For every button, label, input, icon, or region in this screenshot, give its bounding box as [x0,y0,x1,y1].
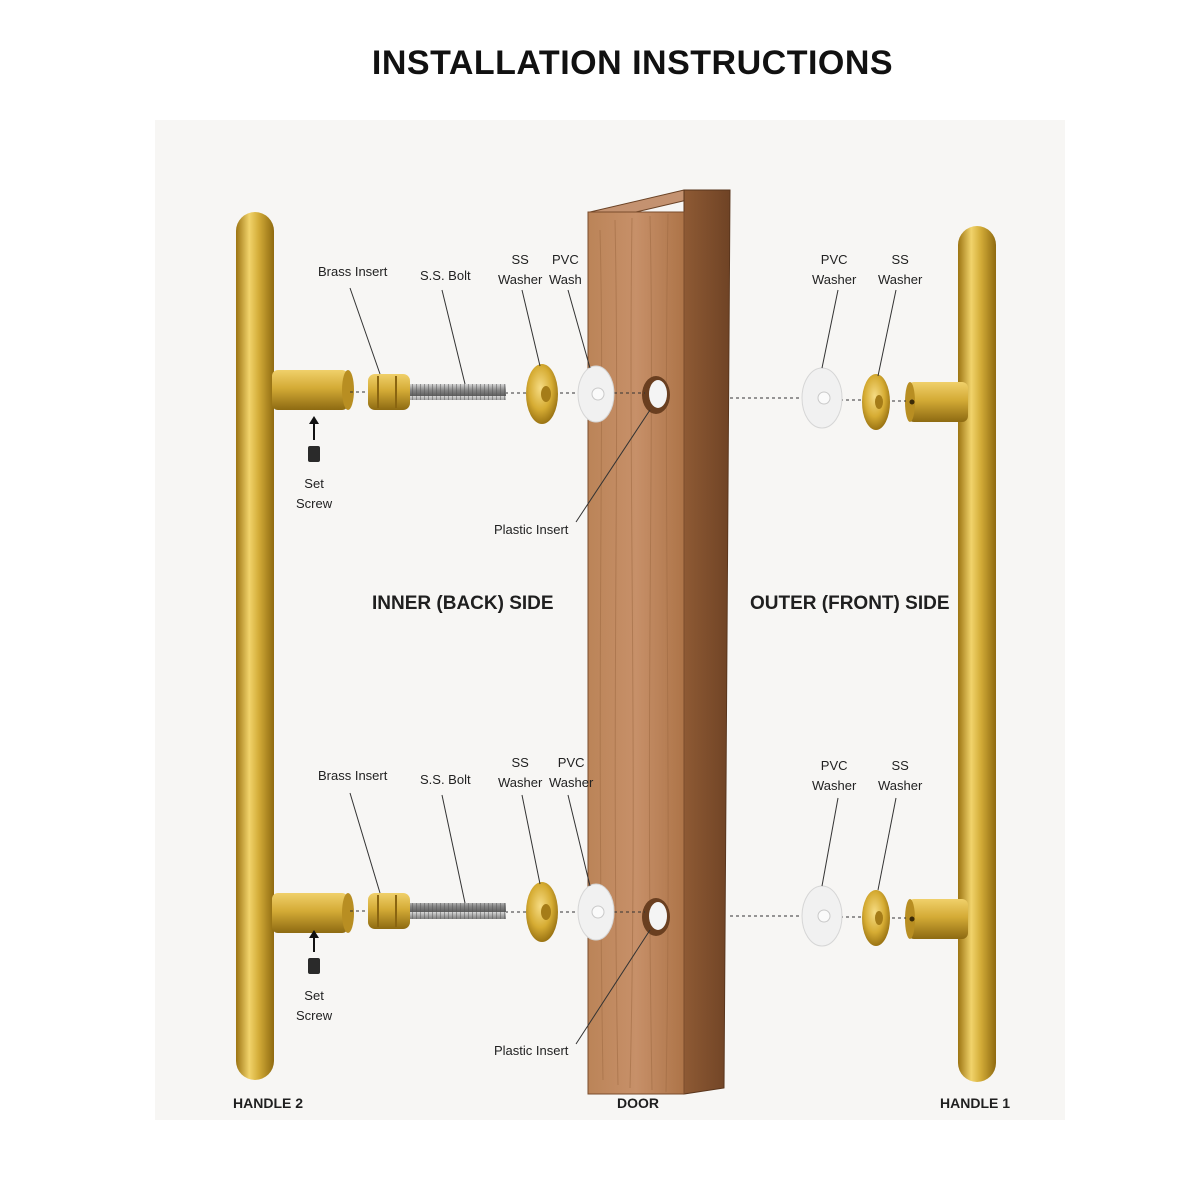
pvc-washer [577,365,615,423]
bottom-hardware [308,792,906,1045]
label-handle-1: HANDLE 1 [940,1095,1011,1111]
label-ss-washer-outer: SS Washer [878,758,923,793]
label-brass-insert: Brass Insert [318,264,388,279]
set-screw [308,930,320,974]
brass-insert [368,374,410,410]
label-ss-washer: SS Washer [498,755,543,790]
outer-side-label: OUTER (FRONT) SIDE [750,593,950,614]
set-screw [308,416,320,462]
ss-washer [526,882,558,942]
page-title: INSTALLATION INSTRUCTIONS [371,44,894,82]
brass-insert [368,893,410,929]
label-set-screw: Set Screw [296,476,333,511]
label-pvc-washer: PVC Washer [549,755,594,790]
pvc-washer [577,883,615,941]
door [587,189,731,1095]
top-hardware [308,287,906,523]
label-ss-bolt: S.S. Bolt [420,772,471,787]
label-pvc-washer: PVC Wash [549,252,582,287]
ss-washer [526,364,558,424]
label-ss-washer-outer: SS Washer [878,252,923,287]
label-handle-2: HANDLE 2 [233,1095,304,1111]
ss-washer-outer [862,374,890,430]
ss-washer-outer [862,890,890,946]
handle-1 [905,226,996,1082]
label-ss-washer: SS Washer [498,252,543,287]
label-set-screw: Set Screw [296,988,333,1023]
label-pvc-washer-outer: PVC Washer [812,758,857,793]
label-ss-bolt: S.S. Bolt [420,268,471,283]
label-pvc-washer-outer: PVC Washer [812,252,857,287]
label-brass-insert: Brass Insert [318,768,388,783]
label-plastic-insert: Plastic Insert [494,522,569,537]
ss-bolt [410,903,506,919]
label-door: DOOR [617,1095,659,1111]
handle-2 [236,212,354,1080]
ss-bolt [410,384,506,400]
pvc-washer-outer [801,367,843,429]
label-plastic-insert: Plastic Insert [494,1043,569,1058]
pvc-washer-outer [801,885,843,947]
inner-side-label: INNER (BACK) SIDE [372,593,554,614]
